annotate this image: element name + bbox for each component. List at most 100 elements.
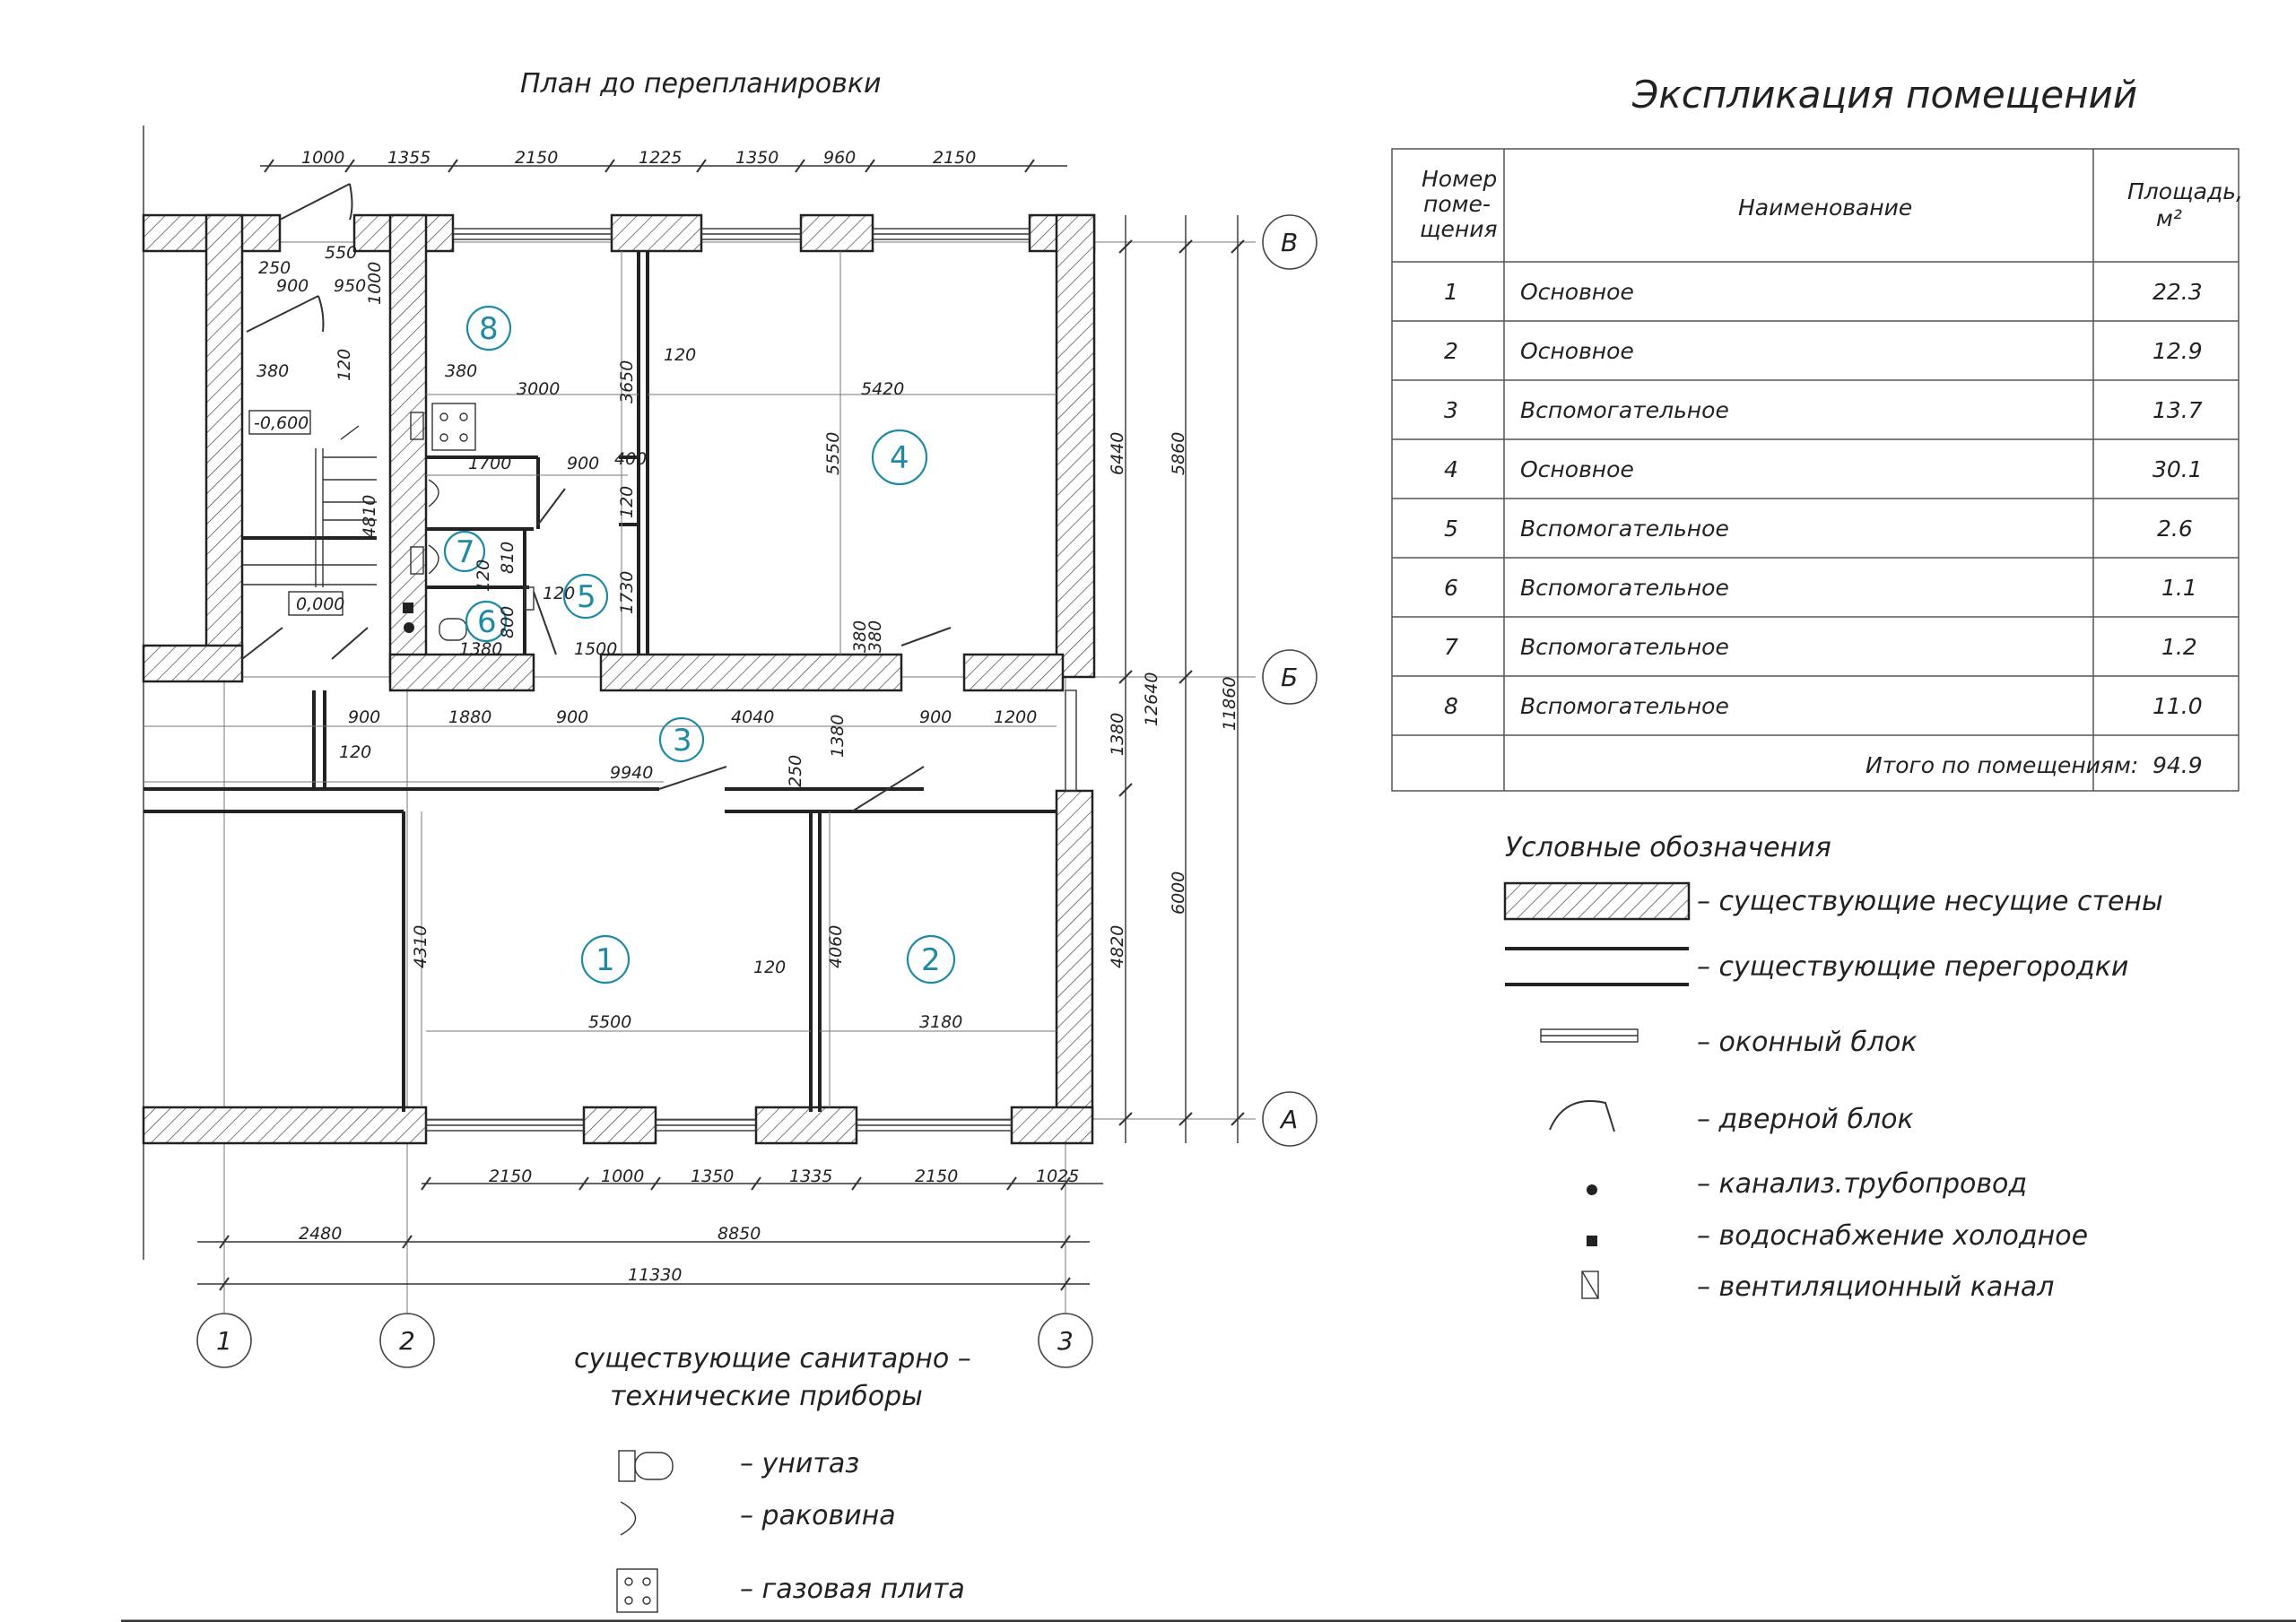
dim-120-d: 120 xyxy=(474,559,493,592)
plan-fixtures xyxy=(403,403,535,641)
axis-A: А xyxy=(1279,1105,1298,1134)
header-num-line-2: поме- xyxy=(1423,191,1491,217)
row-8-num: 8 xyxy=(1444,693,1458,719)
dim-120-g: 120 xyxy=(753,958,786,977)
dim-top-2: 1355 xyxy=(387,148,430,168)
dim-120-a: 120 xyxy=(335,349,354,381)
staircase xyxy=(242,425,377,587)
dim-1000-v: 1000 xyxy=(365,262,385,305)
fixture-item-sink: – раковина xyxy=(740,1500,896,1531)
dim-900-a: 900 xyxy=(276,276,309,296)
table-row: 3 Вспомогательное 13.7 xyxy=(1444,397,2203,423)
level-marker-1: -0,600 xyxy=(254,413,309,433)
dim-bottom-2: 1000 xyxy=(601,1167,644,1186)
dim-900-c: 900 xyxy=(348,707,380,727)
header-area-line-2: м² xyxy=(2156,205,2182,231)
row-3-name: Вспомогательное xyxy=(1520,397,1729,423)
dim-9940: 9940 xyxy=(610,763,653,783)
fixtures-legend: существующие санитарно – технические при… xyxy=(574,1343,971,1613)
row-1-num: 1 xyxy=(1444,279,1458,305)
dim-5420: 5420 xyxy=(861,379,904,399)
dimension-chain-right: 6440 5860 12640 11860 1380 6000 4820 xyxy=(1108,215,1245,1143)
room-labels: 8 4 7 5 6 3 1 2 xyxy=(443,305,956,984)
row-1-name: Основное xyxy=(1520,279,1634,305)
inner-dimension-labels: 550 250 900 950 1000 380 120 380 3000 36… xyxy=(257,243,1037,1032)
row-3-area: 13.7 xyxy=(2152,397,2203,423)
legend-item-bearing-walls: – существующие несущие стены xyxy=(1697,886,2163,917)
dim-right-5: 1380 xyxy=(1108,713,1127,756)
legend-item-partitions: – существующие перегородки xyxy=(1697,951,2128,983)
room-number-8: 8 xyxy=(479,311,499,347)
dim-right-6: 6000 xyxy=(1169,872,1188,915)
dim-axes-1: 2480 xyxy=(299,1224,342,1244)
axis-markers: 1 2 3 А Б В xyxy=(196,214,1318,1368)
total-label: Итого по помещениям: xyxy=(1866,752,2138,778)
table-border xyxy=(1391,148,2239,792)
dim-120-f: 120 xyxy=(339,742,371,762)
cold-water-icon xyxy=(1587,1236,1597,1246)
dim-top-3: 2150 xyxy=(515,148,558,168)
dim-right-7: 4820 xyxy=(1108,925,1127,968)
door-symbol xyxy=(1549,1100,1615,1132)
room-number-5: 5 xyxy=(577,579,596,615)
dimension-chain-top: 1000 1355 2150 1225 1350 960 2150 xyxy=(260,148,1067,173)
dim-1380-a: 1380 xyxy=(459,639,502,659)
table-row: 2 Основное 12.9 xyxy=(1444,338,2203,364)
legend-item-sewer: – канализ.трубопровод xyxy=(1697,1168,2027,1200)
total-value: 94.9 xyxy=(2152,752,2203,778)
gas-stove-icon xyxy=(616,1568,658,1613)
fixture-item-toilet: – унитаз xyxy=(740,1448,859,1479)
dim-120-b: 120 xyxy=(664,345,696,365)
dim-3180: 3180 xyxy=(919,1012,962,1032)
door-blocks xyxy=(241,183,952,812)
row-2-num: 2 xyxy=(1444,338,1458,364)
dim-400: 400 xyxy=(614,449,647,469)
table-title: Экспликация помещений xyxy=(1631,73,2137,117)
room-number-3: 3 xyxy=(673,723,692,759)
symbols-legend: Условные обозначения – существующие несу… xyxy=(1503,832,2163,1303)
dim-120-c: 120 xyxy=(617,486,637,518)
legend-item-door: – дверной блок xyxy=(1697,1104,1914,1135)
plan-title: План до перепланировки xyxy=(520,68,881,100)
fixtures-title-line-2: технические приборы xyxy=(610,1381,923,1412)
row-6-name: Вспомогательное xyxy=(1520,575,1729,601)
level-box-2 xyxy=(288,591,344,616)
sink-icon xyxy=(620,1501,637,1536)
dim-1730: 1730 xyxy=(617,571,637,614)
dim-bottom-4: 1335 xyxy=(789,1167,832,1186)
dim-120-e: 120 xyxy=(543,584,575,603)
table-row: 1 Основное 22.3 xyxy=(1444,279,2203,305)
legend-item-vent: – вентиляционный канал xyxy=(1697,1271,2054,1303)
table-row: 4 Основное 30.1 xyxy=(1444,456,2203,482)
dim-5500: 5500 xyxy=(588,1012,631,1032)
dim-bottom-3: 1350 xyxy=(691,1167,734,1186)
dim-250-b: 250 xyxy=(786,755,805,787)
dim-4040: 4040 xyxy=(731,707,774,727)
legend-item-cold-water: – водоснабжение холодное xyxy=(1697,1220,2088,1252)
level-box-1 xyxy=(248,410,311,435)
axis-3: 3 xyxy=(1057,1326,1074,1356)
dim-4060: 4060 xyxy=(826,925,846,968)
axis-2: 2 xyxy=(399,1326,415,1356)
dim-900-b: 900 xyxy=(567,454,599,473)
sewer-pipe-icon xyxy=(1587,1184,1597,1195)
dim-top-1: 1000 xyxy=(301,148,344,168)
row-1-area: 22.3 xyxy=(2152,279,2203,305)
dim-380-c: 380 xyxy=(850,620,870,653)
legend-item-window: – оконный блок xyxy=(1697,1027,1917,1058)
header-num-line-3: щения xyxy=(1420,216,1498,242)
dim-top-7: 2150 xyxy=(933,148,976,168)
dim-380-b: 380 xyxy=(445,361,477,381)
dim-bottom-1: 2150 xyxy=(489,1167,532,1186)
row-5-area: 2.6 xyxy=(2157,516,2193,542)
dim-950: 950 xyxy=(334,276,366,296)
window-blocks xyxy=(425,228,1077,1132)
room-number-4: 4 xyxy=(890,440,909,476)
dim-top-5: 1350 xyxy=(735,148,778,168)
row-4-area: 30.1 xyxy=(2152,456,2203,482)
partitions xyxy=(144,251,1057,1112)
row-5-name: Вспомогательное xyxy=(1520,516,1729,542)
row-3-num: 3 xyxy=(1444,397,1458,423)
bearing-wall-symbol xyxy=(1503,881,1691,921)
